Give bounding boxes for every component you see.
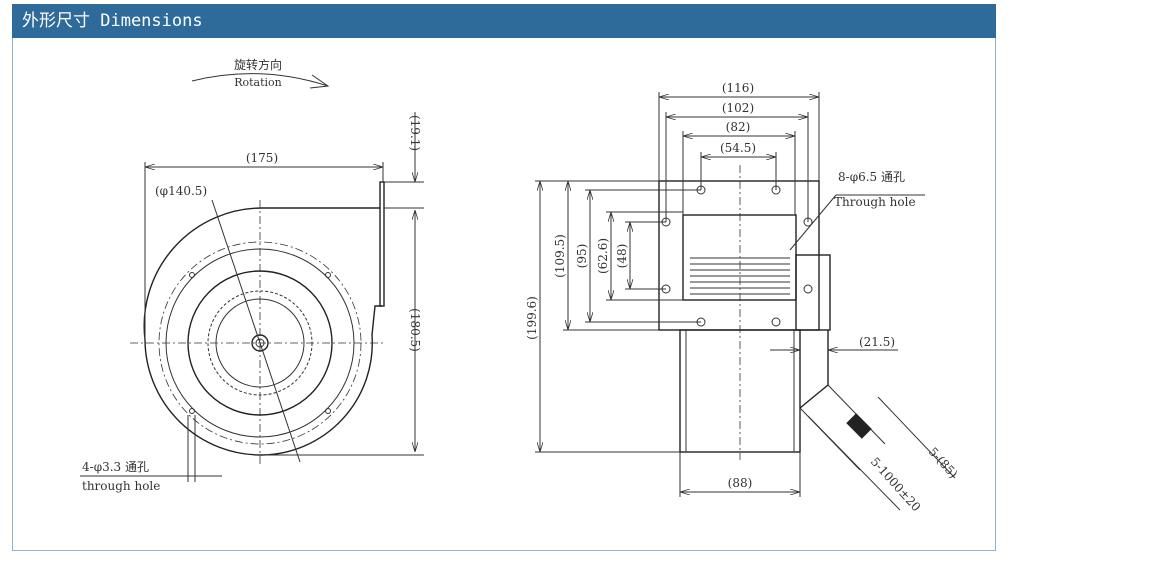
dim-62-6: (62.6) bbox=[596, 238, 610, 274]
dim-95: (95) bbox=[575, 244, 589, 269]
dim-48: (48) bbox=[615, 244, 629, 269]
dim-102: (102) bbox=[722, 101, 754, 115]
left-holes-sub: through hole bbox=[82, 479, 160, 493]
drawing-frame bbox=[12, 38, 996, 551]
dim-199-6: (199.6) bbox=[525, 296, 539, 340]
dim-109-5: (109.5) bbox=[553, 234, 567, 278]
dim-diameter: (φ140.5) bbox=[155, 184, 207, 198]
left-holes-label: 4-φ3.3 通孔 bbox=[82, 460, 149, 474]
rotation-label-cn: 旋转方向 bbox=[234, 57, 282, 72]
dim-54-5: (54.5) bbox=[720, 141, 756, 155]
dim-strip-length: 5-(85) bbox=[926, 445, 961, 481]
dim-116: (116) bbox=[722, 81, 754, 95]
dim-82: (82) bbox=[726, 120, 751, 134]
dim-19-1: (19.1) bbox=[408, 115, 422, 151]
blower-front-view bbox=[658, 165, 886, 471]
dim-180-5: (180.5) bbox=[408, 308, 422, 352]
dim-88: (88) bbox=[728, 476, 753, 490]
rotation-label-en: Rotation bbox=[234, 76, 282, 89]
rotation-arrow-icon bbox=[191, 73, 330, 89]
blower-side-view bbox=[130, 181, 385, 465]
section-title: 外形尺寸 Dimensions bbox=[22, 11, 203, 31]
dim-21-5: (21.5) bbox=[859, 335, 895, 349]
right-holes-sub: Through hole bbox=[834, 195, 916, 209]
right-holes-label: 8-φ6.5 通孔 bbox=[838, 170, 905, 184]
section-header: 外形尺寸 Dimensions bbox=[12, 4, 996, 38]
dim-175: (175) bbox=[246, 151, 278, 165]
